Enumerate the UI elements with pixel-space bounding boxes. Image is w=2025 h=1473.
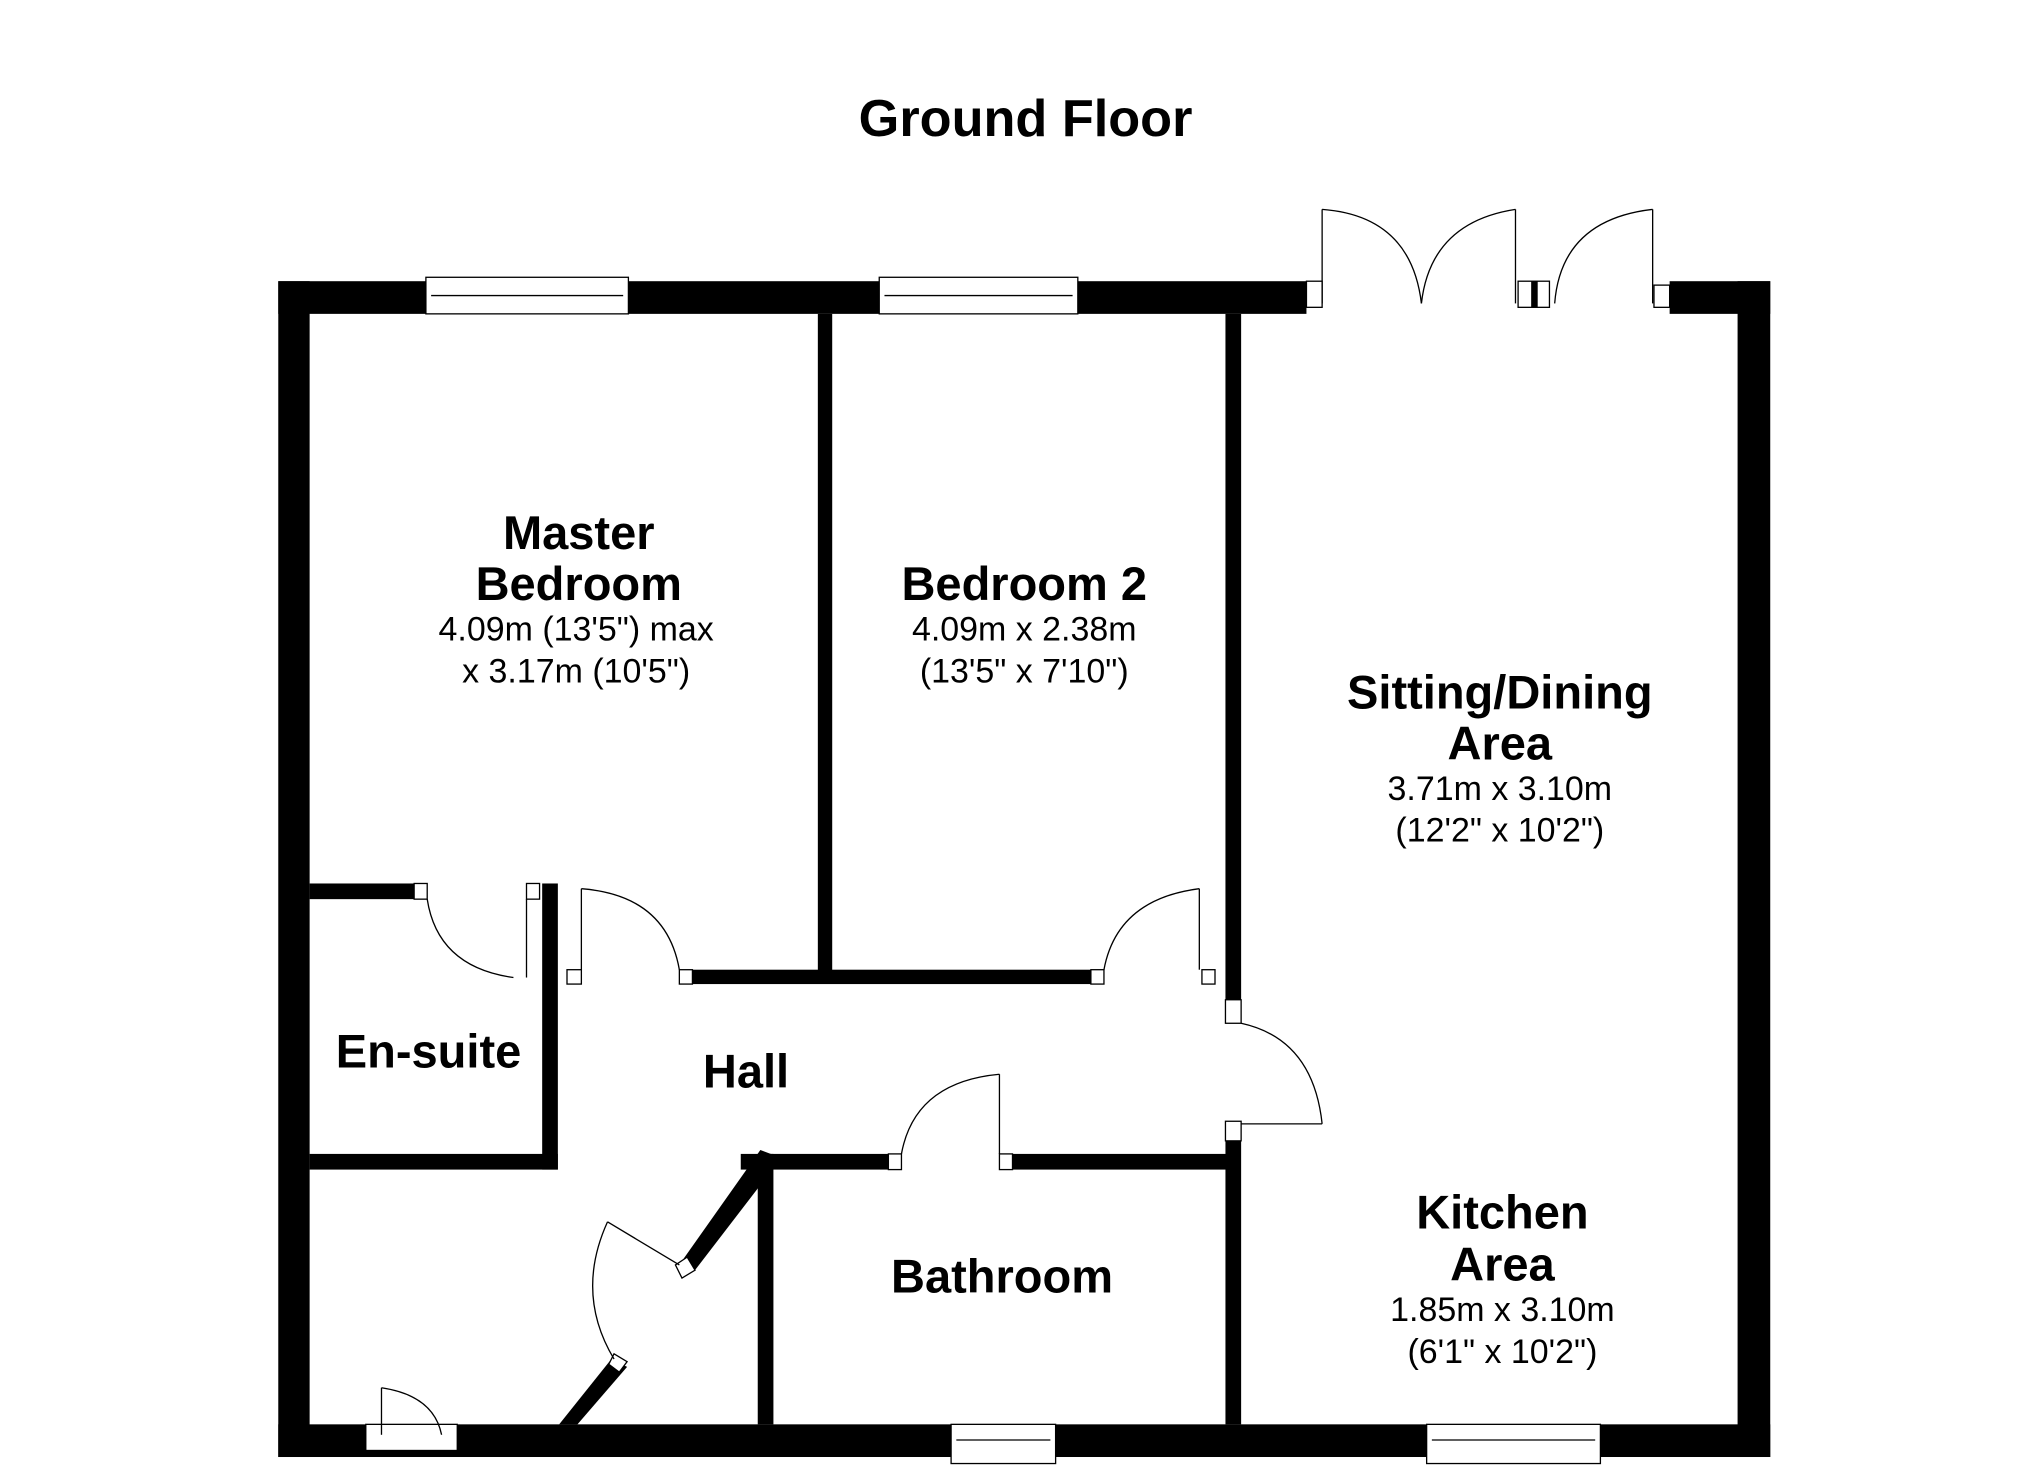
doors bbox=[365, 208, 1671, 1452]
room-master-bedroom: Master Bedroom 4.09m (13'5") max x 3.17m… bbox=[439, 506, 714, 690]
room-bedroom-2: Bedroom 2 4.09m x 2.38m (13'5" x 7'10") bbox=[901, 557, 1147, 690]
room-kitchen: Kitchen Area 1.85m x 3.10m (6'1" x 10'2"… bbox=[1390, 1185, 1615, 1371]
room-name: Bedroom 2 bbox=[901, 557, 1147, 610]
room-name: Sitting/Dining bbox=[1347, 665, 1653, 718]
floor-title: Ground Floor bbox=[859, 90, 1193, 148]
room-ensuite: En-suite bbox=[336, 1025, 521, 1078]
room-name: Master bbox=[503, 506, 655, 559]
windows bbox=[425, 276, 1602, 1465]
room-dimensions: (6'1" x 10'2") bbox=[1407, 1333, 1597, 1371]
room-dimensions: 1.85m x 3.10m bbox=[1390, 1291, 1615, 1329]
room-dimensions: (12'2" x 10'2") bbox=[1395, 812, 1604, 850]
room-dimensions: 4.09m (13'5") max bbox=[439, 610, 714, 648]
room-name: Bedroom bbox=[476, 557, 682, 610]
room-name: Area bbox=[1448, 716, 1553, 769]
room-name: Kitchen bbox=[1416, 1185, 1588, 1238]
room-name: Area bbox=[1450, 1238, 1555, 1291]
room-dimensions: x 3.17m (10'5") bbox=[462, 652, 690, 690]
room-sitting-dining: Sitting/Dining Area 3.71m x 3.10m (12'2"… bbox=[1347, 665, 1653, 849]
room-hall: Hall bbox=[703, 1044, 789, 1097]
room-dimensions: 3.71m x 3.10m bbox=[1388, 770, 1613, 808]
room-dimensions: (13'5" x 7'10") bbox=[920, 652, 1129, 690]
room-dimensions: 4.09m x 2.38m bbox=[912, 610, 1137, 648]
room-bathroom: Bathroom bbox=[891, 1249, 1113, 1302]
